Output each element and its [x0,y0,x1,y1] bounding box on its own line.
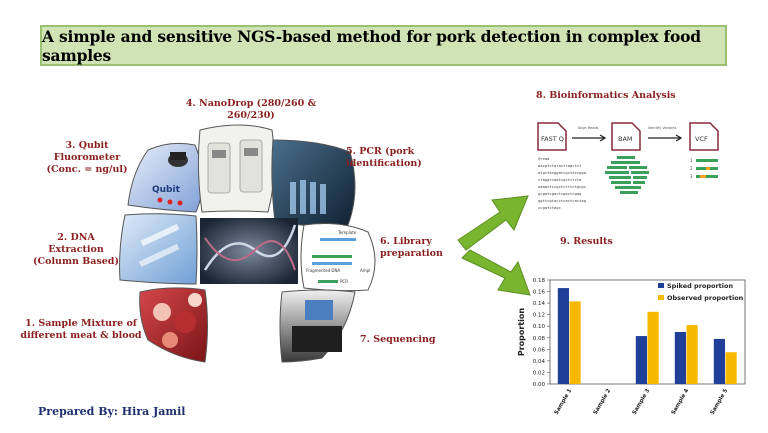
arrow-align-head [599,134,607,142]
bar-observed-3 [647,311,659,384]
read-seq-3: ctaggtcaatcgctctcta [538,177,581,182]
step-5-line-2: identification) [346,158,422,169]
step-1-label: 1. Sample Mixture of different meat & bl… [18,318,144,342]
step-4-label: 4. NanoDrop (280/260 & 260/230) [176,98,326,122]
step-2-label: 2. DNA Extraction (Column Based) [28,232,124,268]
x-tick-label: Sample 2 [593,388,613,416]
step-7-label: 7. Sequencing [360,334,440,346]
nanodrop-image [197,124,275,213]
meat-samples-image [139,287,208,363]
bar-spiked-1 [557,288,569,384]
legend-swatch-observed [658,295,664,300]
y-tick-label: 0.14 [533,301,546,307]
step-4-line-2: 260/230) [227,110,275,121]
fastq-file-icon [537,122,567,151]
vcf-row-1: 1 [690,158,693,163]
bar-observed-5 [725,352,737,384]
step-9-line-1: 9. Results [560,236,613,247]
page-title: A simple and sensitive NGS-based method … [42,26,701,65]
template-label: Template [337,230,357,235]
x-tick-label: Sample 5 [710,388,730,416]
step-6-label: 6. Library preparation [380,236,450,260]
pcr-image [271,139,356,233]
step-8-line-1: 8. Bioinformatics Analysis [536,90,676,101]
step-7-line-1: 7. Sequencing [360,334,436,345]
read-seq-4: aaaactccgctctttctgcgc [538,184,586,189]
align-reads-label: Align Reads [578,126,599,130]
sequencer-image [279,289,356,363]
y-tick-label: 0.02 [533,370,545,376]
bam-label: BAM [618,135,633,143]
ampl-label: Ampl [360,268,370,273]
bioinformatics-panel: FAST Q Align Reads BAM Identify Variants… [537,122,719,210]
legend-swatch-spiked [658,283,664,288]
x-tick-label: Sample 1 [554,388,574,416]
arrow-to-results [461,249,531,296]
qubit-label: Qubit [152,185,181,195]
y-tick-label: 0.04 [533,359,546,365]
step-5-line-1: 5. PCR (pork [346,146,415,157]
step-1-line-1: 1. Sample Mixture of [25,318,137,329]
bar-observed-1 [569,301,581,384]
step-9-label: 9. Results [560,236,640,248]
read-seq-5: gcgatcgactcgactcgag [538,191,581,196]
y-tick-label: 0.16 [533,290,546,296]
y-tick-label: 0.12 [533,313,545,319]
step-6-line-1: 6. Library [380,236,432,247]
alignment-pileup [605,156,649,194]
vcf-label: VCF [695,135,708,143]
title-banner: A simple and sensitive NGS-based method … [40,25,727,66]
y-tick-label: 0.10 [533,324,546,330]
pcr-small-label: PCR [340,279,348,284]
arrow-identify-head [675,134,683,142]
step-3-label: 3. Qubit Fluorometer (Conc. = ng/ul) [32,140,142,176]
y-tick-label: 0.06 [533,347,546,353]
fragmented-label: Fragmented DNA [306,268,340,273]
bar-observed-4 [686,325,698,384]
read-header: @read [538,156,549,161]
results-chart: 0.00 0.02 0.04 0.06 0.08 0.10 0.12 0.14 0.16 0.18… [517,278,746,416]
identify-variants-label: Identify Variants [648,126,677,130]
library-preparation-image: Template Fragmented DNA PCR Ampl [300,223,376,292]
read-seq-2: atgctacggatcgctaccgga [538,170,586,175]
vcf-row-2: 2 [690,166,693,171]
step-3-line-2: (Conc. = ng/ul) [46,164,128,175]
fastq-label: FAST Q [541,135,564,143]
step-8-label: 8. Bioinformatics Analysis [536,90,686,102]
qubit-fluorometer-image: Qubit [127,142,204,213]
step-1-line-2: different meat & blood [20,330,142,341]
x-tick-label: Sample 3 [632,388,652,416]
y-tick-label: 0.18 [533,278,546,284]
step-2-line-3: (Column Based) [33,256,119,267]
step-2-line-1: 2. DNA [57,232,95,243]
x-tick-label: Sample 4 [671,388,691,416]
step-2-line-2: Extraction [48,244,104,255]
read-seq-7: ccgatctagc [538,205,561,210]
bar-spiked-3 [635,336,647,384]
read-seq-6: ggttcgtacctcactcactag [538,198,586,203]
y-tick-label: 0.08 [533,336,546,342]
prepared-by-credit: Prepared By: Hira Jamil [38,405,186,418]
dna-extraction-image [119,213,198,285]
y-tick-label: 0.00 [533,382,546,388]
step-5-label: 5. PCR (pork identification) [346,146,436,170]
vcf-row-3: 3 [690,174,693,179]
legend-label-observed: Observed proportion [667,294,744,302]
bam-file-icon [611,122,641,151]
vcf-file-icon [689,122,719,151]
step-4-line-1: 4. NanoDrop (280/260 & [185,98,317,109]
step-3-line-1: 3. Qubit Fluorometer [53,140,121,163]
y-axis-label: Proportion [517,308,526,357]
arrow-to-bioinformatics [457,195,529,251]
legend-label-spiked: Spiked proportion [667,282,733,290]
read-seq-1: aacgtctgtacttagctct [538,163,581,168]
bar-spiked-4 [674,332,686,384]
bar-spiked-5 [713,338,725,384]
dna-helix-image [200,218,298,284]
step-6-line-2: preparation [380,248,443,259]
